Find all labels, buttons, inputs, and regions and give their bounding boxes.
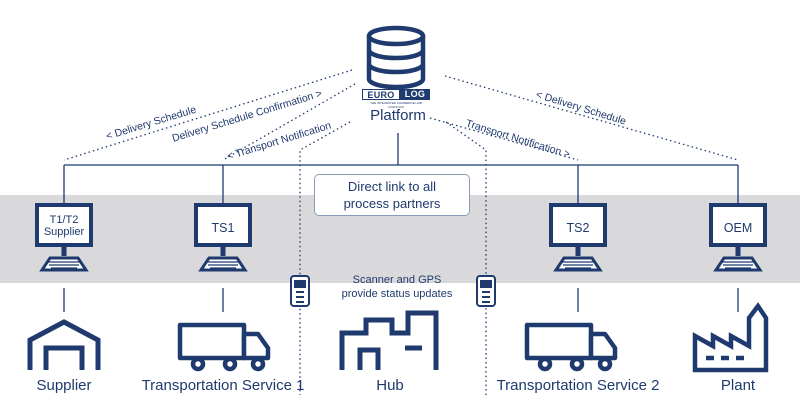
dotted-line-delivery-schedule-right xyxy=(444,75,739,161)
dotted-line-hub-scanner-right xyxy=(445,121,487,395)
monitor-icon xyxy=(709,203,767,272)
hub-building-icon xyxy=(339,310,439,370)
bottom-label-transportation-service-2: Transportation Service 2 xyxy=(496,377,660,394)
monitor-icon xyxy=(194,203,252,272)
screen-label-ts1: TS1 xyxy=(211,221,235,235)
handheld-scanner-icon xyxy=(476,275,496,307)
direct-link-line2: process partners xyxy=(343,196,441,211)
dotted-line-transport-left xyxy=(222,83,356,161)
truck-icon xyxy=(177,322,271,372)
factory-icon xyxy=(692,302,769,373)
message-transport-notification-left: < Transport Notification xyxy=(226,120,333,163)
scanner-note: Scanner and GPS provide status updates xyxy=(332,273,462,301)
truck-icon xyxy=(524,322,618,372)
monitor-screen-ts1 xyxy=(194,203,252,247)
monitor-icon xyxy=(35,203,93,272)
bottom-label-plant: Plant xyxy=(720,377,756,394)
screen-label-line2: Supplier xyxy=(43,226,85,238)
dotted-line-delivery-schedule-left xyxy=(63,69,353,161)
logo-tagline: THE INTEGRATED COMMERCE HUB LOGISTICS xyxy=(370,101,422,109)
direct-link-box: Direct link to all process partners xyxy=(314,174,470,216)
platform-label: Platform xyxy=(370,107,426,124)
dotted-line-transport-right xyxy=(429,117,579,161)
bottom-label-supplier: Supplier xyxy=(36,377,92,394)
scanner-note-line2: provide status updates xyxy=(341,288,453,300)
message-delivery-schedule-right: < Delivery Schedule xyxy=(534,89,627,128)
warehouse-icon xyxy=(27,319,101,370)
screen-label-ts2: TS2 xyxy=(566,221,590,235)
scanner-note-line1: Scanner and GPS xyxy=(352,274,442,286)
bottom-label-hub: Hub xyxy=(376,377,404,394)
screen-label-supplier: T1/T2 Supplier xyxy=(44,214,84,238)
bottom-label-transportation-service-1: Transportation Service 1 xyxy=(141,377,305,394)
screen-label-line1: T1/T2 xyxy=(49,214,79,226)
handheld-scanner-icon xyxy=(290,275,310,307)
logo-right-text: LOG xyxy=(400,89,430,100)
message-transport-notification-right: Transport Notification > xyxy=(464,118,571,161)
monitor-screen-supplier xyxy=(35,203,93,247)
logo-left-text: EURO xyxy=(362,89,400,100)
monitor-icon xyxy=(549,203,607,272)
monitor-screen-oem xyxy=(709,203,767,247)
monitor-screen-ts2 xyxy=(549,203,607,247)
eurolog-logo: EURO LOG THE INTEGRATED COMMERCE HUB LOG… xyxy=(362,89,430,109)
screen-label-oem: OEM xyxy=(723,221,753,235)
dotted-line-hub-scanner-left xyxy=(299,121,351,395)
database-icon xyxy=(366,25,426,90)
direct-link-line1: Direct link to all xyxy=(347,179,437,194)
